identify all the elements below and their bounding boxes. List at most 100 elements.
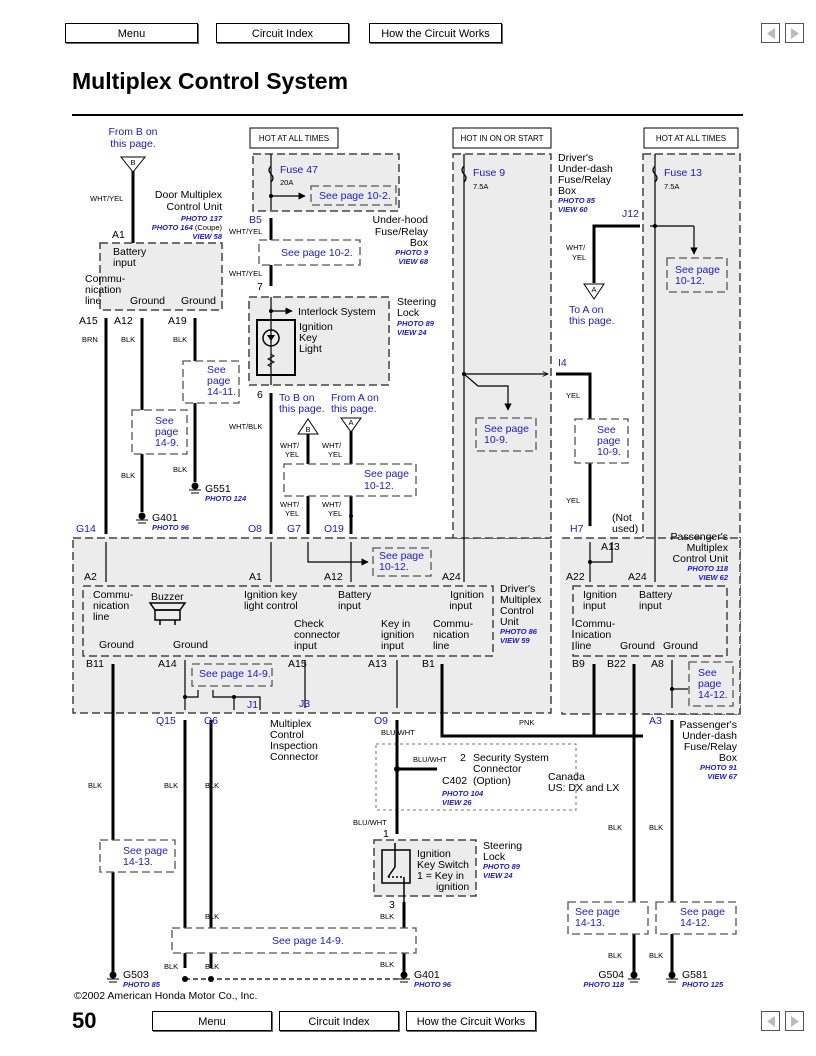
svg-text:Ignition: Ignition: [299, 321, 333, 333]
svg-text:BLK: BLK: [380, 912, 394, 921]
hot-label-3: HOT AT ALL TIMES: [643, 127, 739, 149]
svg-text:input: input: [639, 600, 662, 612]
svg-text:BLK: BLK: [608, 823, 622, 832]
svg-text:WHT/: WHT/: [322, 441, 342, 450]
svg-text:J3: J3: [299, 698, 310, 710]
svg-text:G14: G14: [76, 523, 96, 535]
svg-text:O8: O8: [248, 523, 262, 535]
svg-text:line: line: [93, 611, 110, 623]
svg-text:A24: A24: [628, 571, 647, 583]
svg-text:Ignition: Ignition: [583, 589, 617, 601]
svg-text:YEL: YEL: [328, 450, 342, 459]
see-10-2-link[interactable]: See page 10-2.: [281, 247, 353, 259]
menu-button[interactable]: Menu: [65, 23, 198, 43]
how-circuit-works-button-bottom[interactable]: How the Circuit Works: [406, 1011, 536, 1031]
see-14-9-link[interactable]: See page 14-9.: [199, 668, 271, 680]
svg-text:A12: A12: [324, 571, 343, 583]
circuit-index-button-bottom[interactable]: Circuit Index: [279, 1011, 399, 1031]
svg-text:Driver's: Driver's: [500, 583, 535, 595]
door-mcu-box: [99, 242, 223, 311]
svg-text:WHT/YEL: WHT/YEL: [90, 194, 123, 203]
svg-text:BLK: BLK: [173, 465, 187, 474]
svg-text:PHOTO 9: PHOTO 9: [395, 248, 429, 257]
svg-text:A: A: [348, 418, 353, 427]
svg-text:Ground: Ground: [181, 295, 216, 307]
svg-text:Control Unit: Control Unit: [673, 553, 729, 565]
svg-text:Ground: Ground: [130, 295, 165, 307]
triangle-left-icon: [767, 1016, 775, 1027]
svg-text:A: A: [591, 285, 596, 294]
svg-text:PHOTO 96: PHOTO 96: [414, 980, 452, 989]
svg-text:Security System: Security System: [473, 752, 549, 764]
svg-text:Battery: Battery: [338, 589, 372, 601]
svg-text:A22: A22: [566, 571, 585, 583]
svg-text:BLK: BLK: [608, 951, 622, 960]
svg-text:G7: G7: [287, 523, 301, 535]
see-10-2-link[interactable]: See page 10-2.: [319, 190, 391, 202]
svg-text:nication: nication: [93, 600, 129, 612]
svg-text:PHOTO 91: PHOTO 91: [700, 763, 737, 772]
door-mcu-labels: Door Multiplex Control Unit PHOTO 137 PH…: [85, 189, 223, 307]
steering-lock-bottom-labels: Steering Lock PHOTO 89 VIEW 24 Ignition …: [383, 828, 522, 911]
svg-text:PHOTO 85: PHOTO 85: [123, 980, 161, 989]
svg-text:PHOTO 164(Coupe): PHOTO 164(Coupe): [152, 223, 223, 232]
svg-text:Key: Key: [299, 332, 318, 344]
svg-text:VIEW 24: VIEW 24: [483, 871, 513, 880]
svg-text:PHOTO 89: PHOTO 89: [397, 319, 435, 328]
prev-page-button[interactable]: [761, 23, 780, 43]
svg-text:Battery: Battery: [113, 246, 147, 258]
svg-text:VIEW 62: VIEW 62: [698, 573, 728, 582]
svg-text:A12: A12: [114, 315, 133, 327]
see-14-9-link[interactable]: See page 14-9.: [272, 935, 344, 947]
svg-text:20A: 20A: [280, 178, 293, 187]
prev-page-button-bottom[interactable]: [761, 1011, 780, 1031]
svg-text:Fuse/Relay: Fuse/Relay: [684, 741, 738, 753]
how-circuit-works-button[interactable]: How the Circuit Works: [369, 23, 502, 43]
svg-text:Door Multiplex: Door Multiplex: [155, 189, 223, 201]
ref-triangle-a-to: A: [583, 283, 605, 300]
security-option-box: [375, 743, 577, 811]
ref-triangle-b-top: B: [119, 156, 147, 173]
svg-text:G504: G504: [598, 969, 624, 981]
svg-text:BLK: BLK: [88, 781, 102, 790]
svg-text:A14: A14: [158, 658, 177, 670]
svg-text:HOT AT ALL TIMES: HOT AT ALL TIMES: [259, 134, 329, 143]
svg-text:Multiplex: Multiplex: [500, 594, 542, 606]
svg-text:1 = Key in: 1 = Key in: [417, 870, 464, 882]
svg-text:WHT/YEL: WHT/YEL: [229, 227, 262, 236]
wire-color-labels: WHT/YEL WHT/YEL WHT/YEL BRN BLK BLK BLK …: [82, 194, 663, 971]
driver-underdash-labels: Driver's Under-dash Fuse/Relay Box PHOTO…: [558, 152, 613, 214]
svg-text:J1: J1: [247, 699, 258, 711]
menu-button-bottom[interactable]: Menu: [152, 1011, 272, 1031]
svg-text:used): used): [612, 523, 638, 535]
svg-text:A3: A3: [649, 715, 662, 727]
svg-text:WHT/YEL: WHT/YEL: [229, 269, 262, 278]
svg-text:input: input: [583, 600, 606, 612]
next-page-button-bottom[interactable]: [785, 1011, 804, 1031]
connector-labels: A1 A15 A12 A19 B5 7 6 J12 I4 G14 O8 G7 O…: [76, 208, 664, 727]
svg-text:input: input: [338, 600, 361, 612]
svg-text:(Not: (Not: [612, 512, 632, 524]
svg-text:BLK: BLK: [121, 335, 135, 344]
circuit-index-button[interactable]: Circuit Index: [216, 23, 349, 43]
svg-text:nication: nication: [575, 629, 611, 641]
next-page-button[interactable]: [785, 23, 804, 43]
svg-text:BLK: BLK: [649, 823, 663, 832]
svg-text:Commu-: Commu-: [575, 618, 616, 630]
